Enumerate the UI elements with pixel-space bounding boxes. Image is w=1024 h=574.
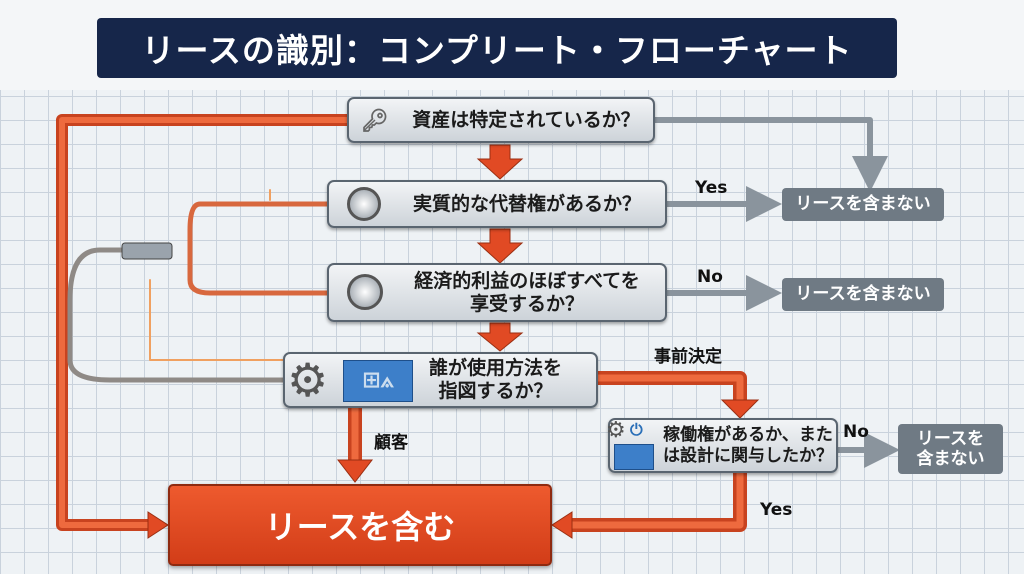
wire-1	[187, 201, 330, 296]
outcome-no-lease-2: リースを含まない	[782, 278, 944, 311]
gear-icon: ⚙	[606, 418, 626, 443]
dial-icon	[347, 274, 383, 310]
outcome-no-lease-3: リースを 含まない	[898, 424, 1003, 474]
arrowhead-left	[147, 511, 169, 539]
question-operate-or-design: ⚙ ⏻ 稼働権があるか、また は設計に関与したか？	[606, 418, 838, 473]
question-substitution-right: 実質的な代替権があるか？	[327, 180, 667, 228]
wire-3	[149, 189, 284, 361]
question-asset-identified: 🔑︎ 資産は特定されているか？	[347, 97, 655, 143]
gray-arrow-q1	[652, 117, 888, 192]
key-icon: 🔑︎	[361, 109, 389, 134]
page-title: リースの識別：コンプリート・フローチャート	[97, 18, 897, 78]
arrowhead-yes	[551, 511, 573, 539]
outcome-no-lease-1: リースを含まない	[782, 188, 944, 221]
label-yes-q2: Yes	[695, 178, 728, 198]
pipe-q5-yes	[563, 466, 747, 532]
label-predetermined: 事前決定	[654, 347, 722, 367]
wire-2	[67, 247, 286, 383]
dial-icon	[347, 187, 381, 221]
outcome-lease: リースを含む	[168, 484, 552, 566]
label-customer: 顧客	[374, 433, 408, 453]
down-arrow-2	[476, 228, 524, 264]
blueprint-icon	[614, 444, 654, 470]
power-icon: ⏻	[630, 420, 643, 439]
junction-box	[121, 242, 173, 260]
arrowhead-predetermined	[720, 399, 760, 419]
label-yes-q5: Yes	[760, 500, 793, 520]
label-no-q3: No	[697, 267, 723, 287]
blueprint-icon: ⊞⟑	[343, 360, 413, 402]
pipe-left-to-lease	[56, 114, 353, 531]
down-arrow-1	[476, 144, 524, 180]
down-arrow-3	[476, 322, 524, 352]
gear-icon: ⚙	[287, 353, 329, 407]
question-direct-use: ⚙ ⊞⟑ 誰が使用方法を 指図するか？	[283, 352, 598, 408]
arrowhead-customer	[336, 459, 374, 483]
label-no-q5: No	[843, 422, 869, 442]
pipe-q4-predetermined	[591, 371, 747, 412]
question-economic-benefits: 経済的利益のほぼすべてを 享受するか？	[327, 263, 667, 322]
